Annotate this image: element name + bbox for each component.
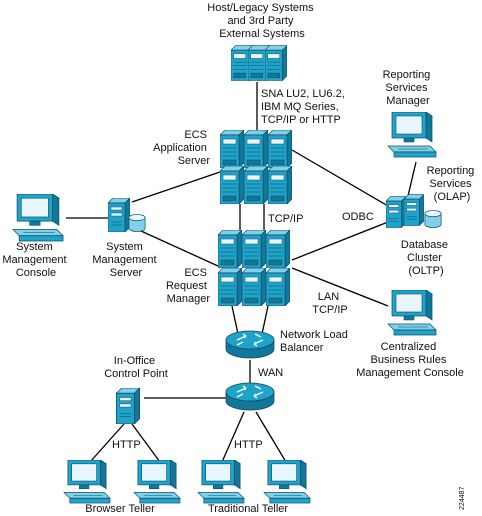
- link-request-manager-to-business-rules: [291, 267, 389, 307]
- server-rack-icon: [266, 268, 290, 306]
- app-server-label: ECS Application Server: [153, 129, 210, 167]
- link-reporting-manager-to-db: [407, 161, 417, 197]
- system-server-label: System Management Server: [92, 241, 159, 279]
- link-control-point-to-browser-left: [89, 423, 125, 463]
- link-control-point-to-browser-right: [131, 423, 161, 463]
- browser-teller-workstation-icon: [133, 460, 181, 504]
- server-rack-icon: [268, 130, 292, 168]
- database-cylinder-icon: [128, 214, 146, 232]
- link-request-manager-to-balancer-left: [231, 305, 239, 335]
- server-rack-icon: [242, 230, 266, 268]
- business-rules-workstation-icon: [387, 290, 437, 336]
- server-rack-icon: [218, 230, 242, 268]
- server-rack-icon: [268, 166, 292, 204]
- server-rack-icon: [242, 268, 266, 306]
- http-left-label: HTTP: [112, 439, 141, 451]
- traditional-teller-workstation-icon: [263, 460, 311, 504]
- in-office-label: In-Office Control Point: [104, 355, 168, 380]
- protocols-label: SNA LU2, LU6.2, IBM MQ Series, TCP/IP or…: [261, 88, 348, 126]
- browser-teller-label: Browser Teller: [85, 503, 155, 515]
- link-app-server-to-sys-server: [131, 171, 221, 203]
- load-balancer-label: Network Load Balancer: [280, 329, 351, 354]
- traditional-teller-label: Traditional Teller: [208, 503, 288, 515]
- business-rules-label: Centralized Business Rules Management Co…: [356, 341, 464, 379]
- connection-lines: [66, 82, 417, 463]
- traditional-teller-workstation-icon: [197, 460, 245, 504]
- server-rack-icon: [244, 130, 268, 168]
- server-rack-icon: [220, 166, 244, 204]
- ecs-application-server: [220, 130, 292, 204]
- link-wan-router-to-traditional-left: [221, 411, 245, 463]
- reporting-olap-label: Reporting Services (OLAP): [427, 165, 478, 203]
- wan-router-icon: [225, 382, 275, 411]
- reporting-manager-workstation-icon: [387, 112, 437, 158]
- system-management-server: [108, 198, 146, 232]
- database-server-icon: [404, 194, 424, 226]
- link-request-manager-to-balancer-right: [261, 305, 269, 335]
- system-console-label: System Management Console: [2, 241, 69, 279]
- wan-label: WAN: [258, 367, 283, 379]
- mainframe-host-icon: [265, 45, 287, 81]
- database-cylinder-icon: [424, 210, 442, 228]
- server-rack-icon: [266, 230, 290, 268]
- link-wan-router-to-traditional-right: [255, 411, 287, 463]
- database-server-icon: [386, 196, 406, 228]
- control-point-server-icon: [116, 388, 140, 424]
- odbc-label: ODBC: [342, 211, 374, 223]
- system-console-workstation-icon: [12, 194, 64, 242]
- ecs-request-manager: [218, 230, 290, 306]
- server-rack-icon: [244, 166, 268, 204]
- request-manager-label: ECS Request Manager: [166, 267, 210, 305]
- load-balancer-router-icon: [225, 330, 275, 359]
- reporting-manager-label: Reporting Services Manager: [383, 69, 434, 107]
- database-cluster-label: Database Cluster (OLTP): [401, 239, 451, 277]
- server-rack-icon: [218, 268, 242, 306]
- link-app-server-to-db: [291, 149, 389, 207]
- host-systems-label: Host/Legacy Systems and 3rd Party Extern…: [207, 2, 316, 40]
- link-sys-server-to-request-manager: [129, 225, 219, 267]
- figure-id: 224487: [459, 487, 466, 510]
- http-right-label: HTTP: [234, 439, 263, 451]
- link-request-manager-to-db: [291, 221, 389, 261]
- server-tower-icon: [108, 198, 130, 232]
- server-rack-icon: [220, 130, 244, 168]
- lan-label: LAN TCP/IP: [312, 291, 347, 316]
- host-legacy-systems: [231, 45, 287, 81]
- tcpip-label: TCP/IP: [268, 213, 303, 225]
- browser-teller-workstation-icon: [63, 460, 111, 504]
